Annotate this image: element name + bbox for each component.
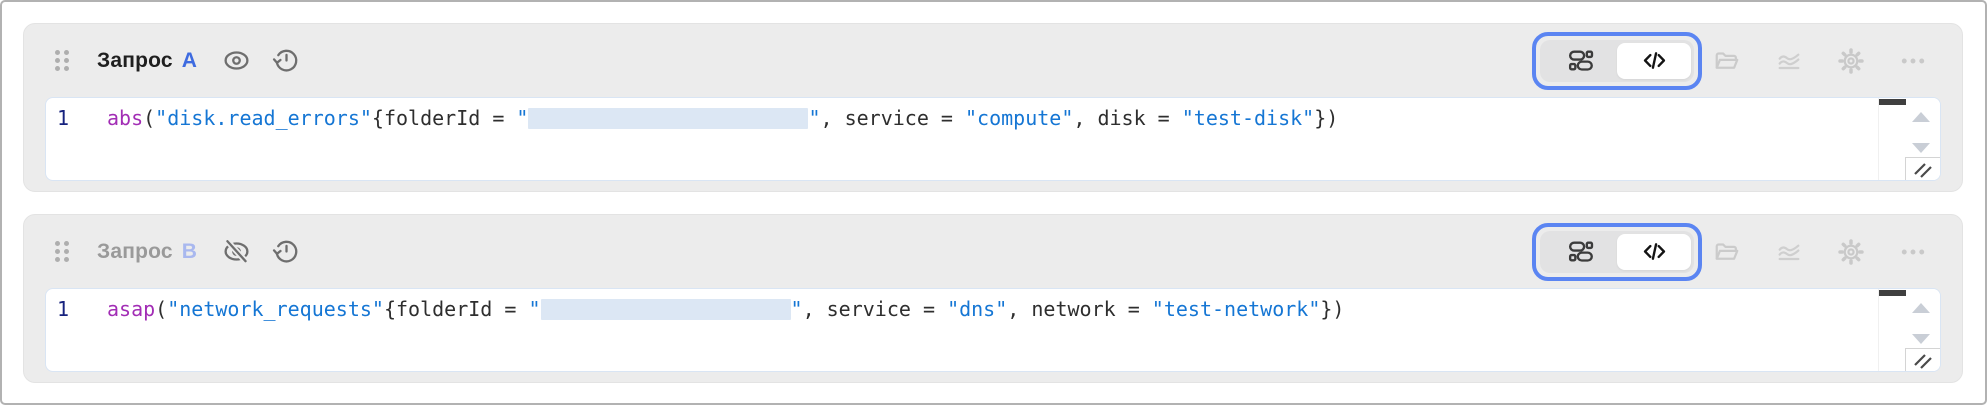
drag-handle-icon[interactable] <box>55 241 69 262</box>
chart-lines-icon <box>1778 53 1800 69</box>
code-line: abs("disk.read_errors"{folderId = "", se… <box>107 105 1876 131</box>
panel-letter: A <box>181 48 197 72</box>
editor-resize-grip[interactable] <box>1905 157 1940 180</box>
panel-title: Запрос <box>97 48 173 72</box>
panel-toolbar <box>1532 222 1941 281</box>
code-token-punct: ( <box>155 297 168 321</box>
history-clock-icon <box>272 240 298 263</box>
query-panel-b: Запрос B <box>23 214 1963 383</box>
folder-button[interactable] <box>1713 238 1741 266</box>
query-code-editor[interactable]: 1 asap("network_requests"{folderId = " ",… <box>45 288 1941 372</box>
code-token-str: "network_requests" <box>167 297 384 321</box>
folder-icon <box>1715 51 1739 69</box>
editor-resize-grip[interactable] <box>1905 348 1940 371</box>
view-mode-toggle <box>1540 230 1694 273</box>
code-token-str: "compute" <box>965 106 1074 130</box>
code-token-str: " <box>808 106 821 130</box>
query-history-button[interactable] <box>272 237 301 266</box>
folder-button[interactable] <box>1713 47 1741 75</box>
panel-header: Запрос B <box>45 215 1941 288</box>
form-view-button[interactable] <box>1543 43 1617 79</box>
code-token-str: " <box>790 297 803 321</box>
form-view-icon <box>1568 50 1593 71</box>
more-options-button[interactable] <box>1899 238 1927 266</box>
code-view-button[interactable] <box>1617 42 1691 79</box>
query-history-button[interactable] <box>272 46 301 75</box>
line-number: 1 <box>57 106 70 130</box>
settings-button[interactable] <box>1837 47 1865 75</box>
panel-toolbar <box>1532 31 1941 90</box>
panel-header: Запрос A <box>45 24 1941 97</box>
minimap-line <box>1879 99 1906 105</box>
code-token-fn: abs <box>107 106 144 130</box>
drag-handle-icon[interactable] <box>55 50 69 71</box>
panel-title: Запрос <box>97 239 173 263</box>
panel-extra-tools <box>1713 238 1927 266</box>
code-token-punct: , disk = <box>1073 106 1182 130</box>
redacted-folder-id <box>540 299 791 320</box>
resize-grip-icon <box>1913 353 1932 369</box>
ellipsis-icon <box>1901 249 1925 254</box>
settings-button[interactable] <box>1837 238 1865 266</box>
code-token-str: "dns" <box>947 297 1008 321</box>
form-view-button[interactable] <box>1543 234 1617 270</box>
gear-icon <box>1838 238 1864 265</box>
ellipsis-icon <box>1901 58 1925 63</box>
panel-letter: B <box>181 239 197 263</box>
code-view-icon <box>1643 52 1665 69</box>
view-mode-toggle <box>1540 39 1694 82</box>
code-token-punct: }) <box>1314 106 1339 130</box>
code-token-str: " <box>516 106 529 130</box>
code-token-str: "disk.read_errors" <box>155 106 372 130</box>
scroll-down-arrow[interactable] <box>1912 334 1930 344</box>
code-token-punct: , service = <box>820 106 966 130</box>
code-line: asap("network_requests"{folderId = "", s… <box>107 296 1876 322</box>
panel-extra-tools <box>1713 47 1927 75</box>
query-panel-a: Запрос A <box>23 23 1963 192</box>
redacted-folder-id <box>528 108 809 129</box>
visibility-eye-button[interactable] <box>222 46 251 75</box>
code-token-fn: asap <box>107 297 156 321</box>
code-token-punct: }) <box>1320 297 1345 321</box>
minimap-line <box>1879 290 1906 296</box>
scroll-down-arrow[interactable] <box>1912 143 1930 153</box>
chart-lines-button[interactable] <box>1775 238 1803 266</box>
view-toggle-highlight-ring <box>1532 31 1702 90</box>
form-view-icon <box>1568 241 1593 262</box>
gear-icon <box>1838 47 1864 74</box>
code-token-punct: ( <box>143 106 156 130</box>
scroll-up-arrow[interactable] <box>1912 112 1930 122</box>
visibility-eye-off-button[interactable] <box>222 237 251 266</box>
line-number: 1 <box>57 297 70 321</box>
resize-grip-icon <box>1913 162 1932 178</box>
code-token-str: " <box>528 297 541 321</box>
folder-icon <box>1715 242 1739 260</box>
eye-icon <box>224 51 249 70</box>
eye-off-icon <box>224 239 249 264</box>
more-options-button[interactable] <box>1899 47 1927 75</box>
code-token-punct: {folderId = <box>383 297 529 321</box>
code-token-punct: , service = <box>802 297 948 321</box>
code-token-str: "test-network" <box>1151 297 1321 321</box>
code-token-punct: {folderId = <box>371 106 517 130</box>
chart-lines-icon <box>1778 244 1800 260</box>
code-token-str: "test-disk" <box>1181 106 1315 130</box>
history-clock-icon <box>272 49 298 72</box>
query-code-editor[interactable]: 1 abs("disk.read_errors"{folderId = "", … <box>45 97 1941 181</box>
chart-lines-button[interactable] <box>1775 47 1803 75</box>
code-view-icon <box>1643 243 1665 260</box>
view-toggle-highlight-ring <box>1532 222 1702 281</box>
code-token-punct: , network = <box>1007 297 1152 321</box>
code-view-button[interactable] <box>1617 233 1691 270</box>
scroll-up-arrow[interactable] <box>1912 303 1930 313</box>
